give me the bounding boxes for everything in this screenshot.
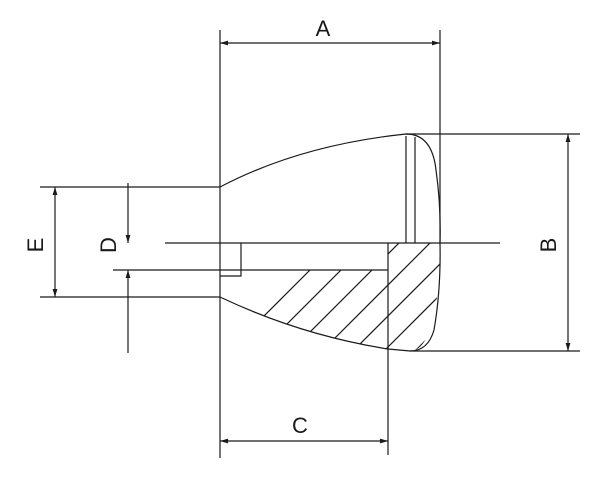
hatch-line — [541, 240, 600, 380]
hatch-line — [220, 243, 341, 351]
hatch-line — [416, 243, 440, 351]
hatch-line — [572, 240, 600, 380]
dimension-d-label: D — [96, 237, 121, 253]
dimension-a-label: A — [316, 16, 331, 41]
dimension-c-label: C — [292, 413, 308, 438]
hatch-line — [323, 243, 440, 351]
hatch-line — [292, 243, 434, 351]
hatch-line — [510, 240, 600, 380]
hatch-line — [261, 243, 403, 351]
hatch-line — [448, 240, 588, 380]
hatch-line — [230, 243, 372, 351]
hatch-line — [385, 243, 440, 351]
hatch-line — [354, 243, 440, 351]
section-hatching — [220, 240, 600, 380]
bore-notch — [220, 243, 242, 277]
hatch-line — [479, 240, 600, 380]
dimension-b-label: B — [536, 238, 561, 253]
dimension-e-label: E — [23, 238, 48, 253]
